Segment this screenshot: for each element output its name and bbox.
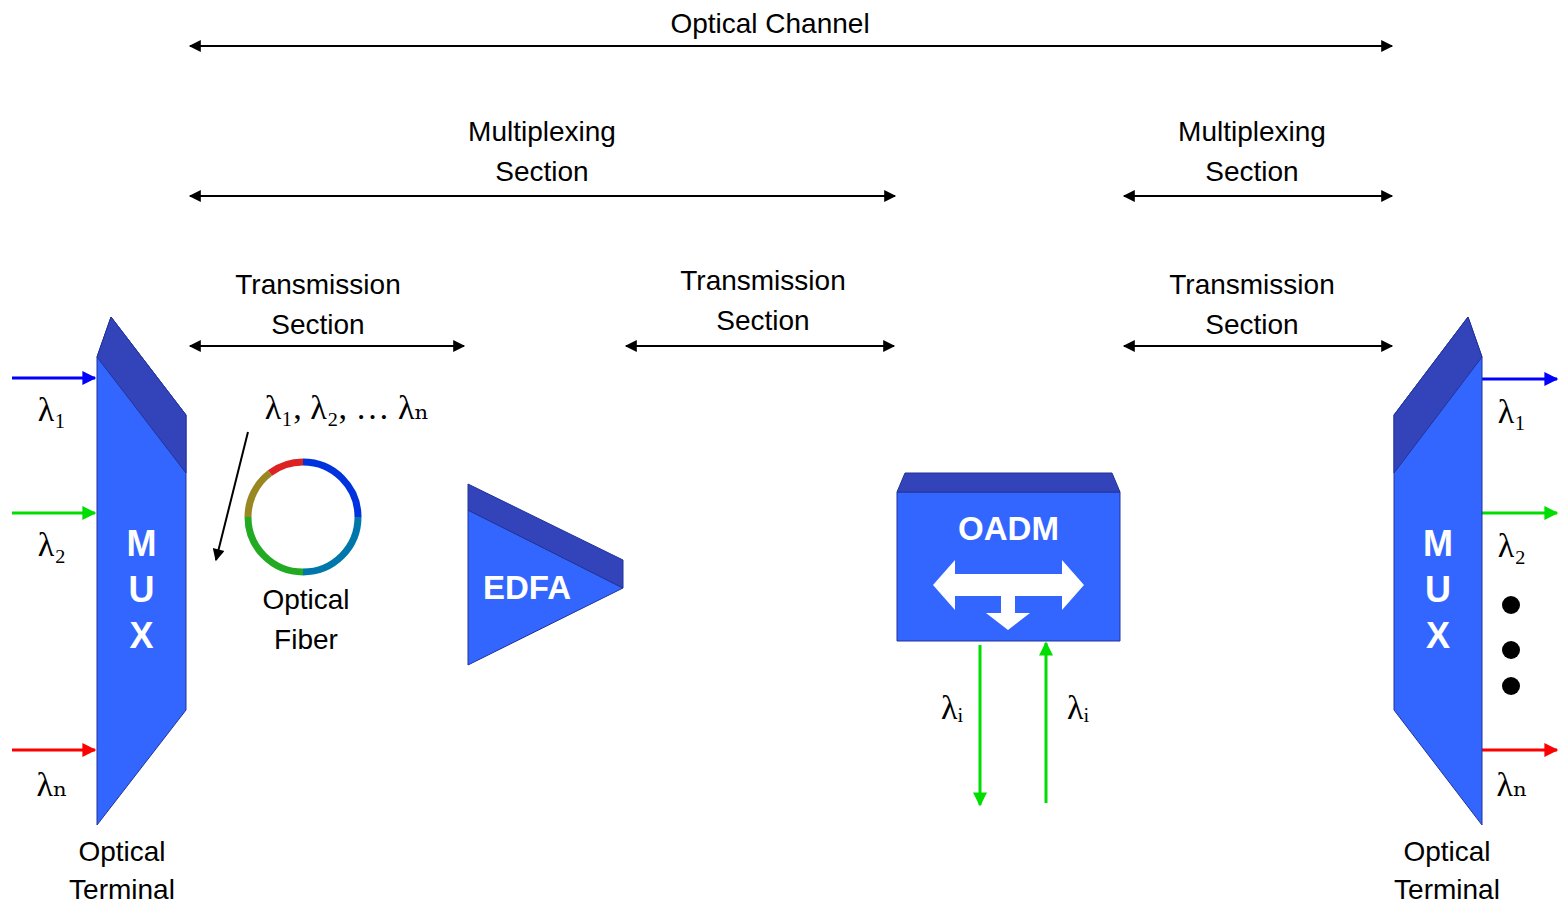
continuation-dots <box>1502 596 1520 695</box>
channel-label: Optical Channel <box>620 4 920 44</box>
wavelength-label: λₙ <box>17 765 87 805</box>
section-label: Multiplexing Section <box>1152 112 1352 192</box>
multiplexer: M U XOptical Terminal <box>1394 317 1482 825</box>
add-drop-symbol <box>933 560 1084 630</box>
terminal-heading: Optical Terminal <box>1367 833 1527 909</box>
node-shape <box>897 473 1120 641</box>
node-label: M U X <box>97 521 186 659</box>
fiber-link <box>1120 567 1394 576</box>
fiber-link <box>186 567 468 576</box>
wavelength-label: λ₁ <box>1477 392 1547 432</box>
shape-face <box>1394 317 1482 473</box>
node-label: EDFA <box>468 568 586 608</box>
shape-face <box>897 492 1120 641</box>
wavelength-label: λ₁ <box>17 390 87 430</box>
amplifier-triangle: EDFA <box>468 484 623 665</box>
section-label: Transmission Section <box>213 265 423 345</box>
wavelength-list: λ₁, λ₂, … λₙ <box>217 388 477 428</box>
section-label: Transmission Section <box>658 261 868 341</box>
terminal-heading: Optical Terminal <box>42 833 202 909</box>
node-label: OADM <box>897 509 1120 549</box>
leader-line <box>216 432 248 560</box>
section-label: Multiplexing Section <box>442 112 642 192</box>
wavelength-label: λ₂ <box>1477 526 1547 566</box>
add-label: λᵢ <box>1053 688 1103 728</box>
wavelength-arrows <box>12 378 1557 805</box>
section-label: Transmission Section <box>1147 265 1357 345</box>
node-label: M U X <box>1394 521 1482 659</box>
fiber-loop <box>248 462 358 572</box>
arrow-symbol <box>933 560 1084 630</box>
multiplexer: M U XOptical Terminal <box>97 317 186 825</box>
section-brackets <box>190 46 1392 346</box>
shape-face <box>897 473 1120 492</box>
wavelength-label: λₙ <box>1477 765 1547 805</box>
drop-label: λᵢ <box>927 688 977 728</box>
fiber-label: Optical Fiber <box>241 580 371 660</box>
shape-face <box>1394 317 1482 825</box>
add-drop-box: OADM <box>897 473 1120 641</box>
fiber-link <box>623 567 897 576</box>
wavelength-label: λ₂ <box>17 525 87 565</box>
shape-face <box>97 317 186 473</box>
shape-face <box>97 317 186 825</box>
